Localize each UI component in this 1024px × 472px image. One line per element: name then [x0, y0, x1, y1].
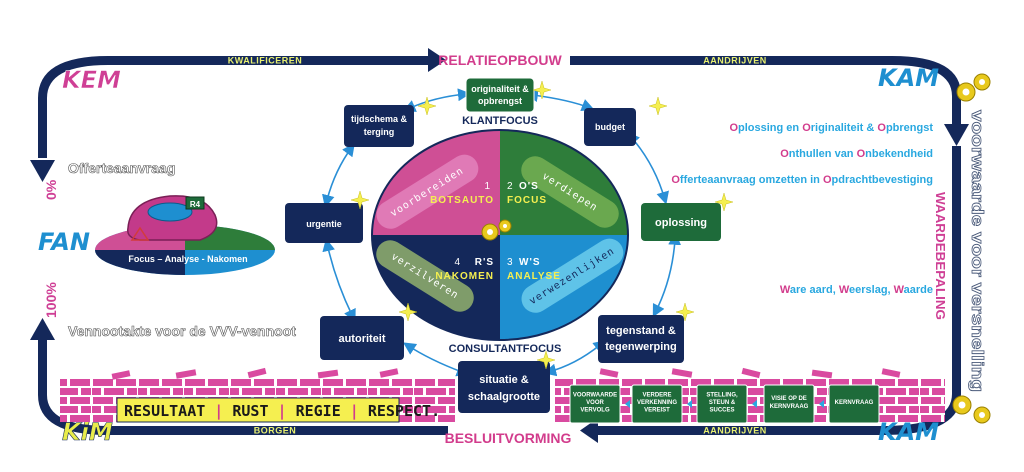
- quadrant-number-2: 2: [507, 181, 513, 192]
- box-budget: budget: [584, 108, 636, 146]
- box-oplossing-label: oplossing: [655, 217, 707, 229]
- result-banner-text: RESULTAAT | RUST | REGIE | RESPECT.: [124, 402, 440, 421]
- right-line-4: Ware aard, Weerslag, Waarde: [780, 284, 933, 296]
- klantfocus-label: KLANTFOCUS: [462, 115, 538, 127]
- box-urgentie: urgentie: [285, 203, 363, 243]
- box-originaliteit-line2: opbrengst: [478, 96, 522, 106]
- box-tegenstand-line2: tegenwerping: [605, 341, 677, 353]
- right-line-3: Offerteaanvraag omzetten in Opdrachtbeve…: [671, 174, 933, 186]
- gear-icon: [952, 395, 972, 415]
- aandrijven-top-label: AANDRIJVEN: [703, 56, 767, 66]
- percent-100: 100%: [43, 282, 59, 318]
- box-budget-label: budget: [595, 122, 625, 132]
- corner-kim: KiM: [62, 418, 113, 446]
- waardebepaling-vertical: WAARDEBEPALING: [933, 192, 948, 320]
- quadrant-title-4: R'S: [475, 257, 494, 268]
- quadrant-title-1: BOTSAUTO: [430, 195, 494, 206]
- step-arrow-icon: [687, 400, 692, 408]
- box-tegenstand: tegenstand & tegenwerping: [598, 315, 684, 363]
- box-tijdschema-line1: tijdschema &: [351, 114, 408, 124]
- voorwaarde-vertical: voorwaarde voor versnelling: [968, 110, 987, 392]
- percent-0: 0%: [43, 179, 59, 200]
- consultantfocus-label: CONSULTANTFOCUS: [449, 343, 562, 355]
- box-tijdschema: tijdschema & terging: [344, 105, 414, 147]
- quadrant-title-2: O'S: [519, 181, 539, 192]
- quadrant-subtitle-3: ANALYSE: [507, 271, 561, 282]
- disc-caption: Focus – Analyse - Nakomen: [128, 254, 247, 264]
- offerteaanvraag-label: Offerteaanvraag: [68, 160, 175, 176]
- green-step-label: KERNVRAAG: [835, 400, 874, 406]
- box-autoriteit-label: autoriteit: [338, 333, 385, 345]
- central-oval: [372, 130, 628, 340]
- aandrijven-bottom-label: AANDRIJVEN: [703, 426, 767, 436]
- car-badge: R4: [190, 200, 201, 209]
- gear-icon: [498, 219, 512, 233]
- box-urgentie-label: urgentie: [306, 219, 342, 229]
- cycle-arrows: [322, 88, 682, 377]
- corner-fan: FAN: [38, 228, 90, 256]
- box-originaliteit: originaliteit & opbrengst: [465, 77, 535, 113]
- box-situatie: situatie & schaalgrootte: [458, 361, 550, 413]
- outer-frame: [30, 48, 969, 443]
- quadrant-number-1: 1: [484, 181, 490, 192]
- borgen-label: BORGEN: [254, 426, 297, 436]
- corner-kem: KEM: [62, 66, 121, 94]
- besluitvorming-label: BESLUITVORMING: [445, 430, 572, 446]
- corner-kam-bottom: KAM: [878, 418, 939, 446]
- box-oplossing: oplossing: [641, 203, 721, 241]
- box-situatie-line1: situatie &: [479, 374, 529, 386]
- quadrant-subtitle-2: FOCUS: [507, 195, 547, 206]
- result-banner: RESULTAAT | RUST | REGIE | RESPECT.: [116, 397, 440, 423]
- step-arrow-icon: [752, 400, 757, 408]
- quadrant-number-3: 3: [507, 257, 513, 268]
- quadrant-title-3: W'S: [519, 257, 541, 268]
- green-step-box: KERNVRAAG: [828, 384, 880, 424]
- bumper-car-disc: [95, 195, 275, 275]
- gear-icon: [956, 82, 976, 102]
- gear-icon: [481, 223, 499, 241]
- box-tegenstand-line1: tegenstand &: [606, 325, 676, 337]
- box-situatie-line2: schaalgrootte: [468, 391, 540, 403]
- gear-icon: [973, 73, 991, 91]
- green-step-box: STELLING,STEUN &SUCCES: [696, 384, 748, 424]
- sparkle-icon: [350, 80, 734, 370]
- box-originaliteit-line1: originaliteit &: [471, 84, 529, 94]
- step-arrow-icon: [819, 400, 824, 408]
- quadrant-subtitle-4: NAKOMEN: [435, 271, 494, 282]
- right-line-2: Onthullen van Onbekendheid: [780, 148, 933, 160]
- corner-kam-top: KAM: [878, 64, 939, 92]
- green-step-label: STELLING,STEUN &SUCCES: [706, 392, 738, 413]
- relatieopbouw-label: RELATIEOPBOUW: [438, 52, 562, 68]
- vennootakte-label: Vennootakte voor de VVV-vennoot: [68, 323, 296, 339]
- gear-icon: [973, 406, 991, 424]
- box-tijdschema-line2: terging: [364, 127, 395, 137]
- quadrant-number-4: 4: [454, 257, 460, 268]
- kwalificeren-label: KWALIFICEREN: [228, 56, 303, 66]
- box-autoriteit: autoriteit: [320, 316, 404, 360]
- step-arrow-icon: [625, 400, 630, 408]
- right-line-1: Oplossing en Originaliteit & Opbrengst: [729, 122, 933, 134]
